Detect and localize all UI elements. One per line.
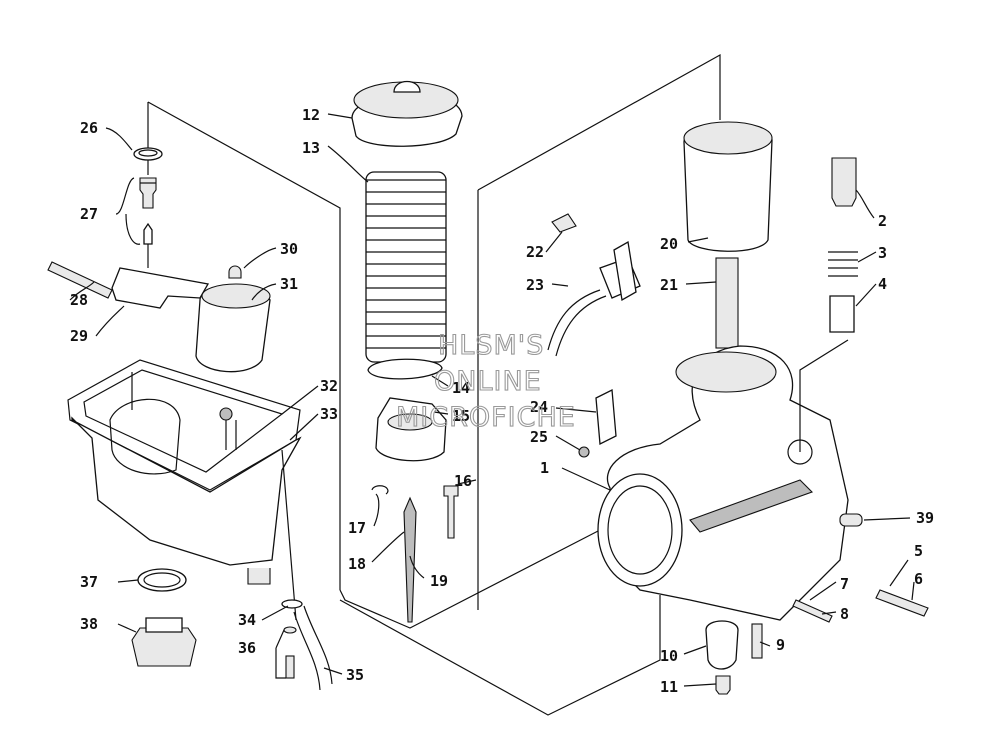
callout-33: 33 bbox=[320, 405, 338, 423]
callout-23: 23 bbox=[526, 276, 544, 294]
callout-34: 34 bbox=[238, 611, 256, 629]
bowl-plug bbox=[751, 623, 763, 659]
callout-20: 20 bbox=[660, 235, 678, 253]
callout-30: 30 bbox=[280, 240, 298, 258]
needle-valve bbox=[139, 177, 157, 209]
callout-15: 15 bbox=[452, 407, 470, 425]
callout-35: 35 bbox=[346, 666, 364, 684]
main-jet-holder bbox=[705, 620, 739, 670]
callout-38: 38 bbox=[80, 615, 98, 633]
callout-6: 6 bbox=[914, 570, 923, 588]
callout-3: 3 bbox=[878, 244, 887, 262]
callout-36: 36 bbox=[238, 639, 256, 657]
callout-4: 4 bbox=[878, 275, 887, 293]
callout-26: 26 bbox=[80, 119, 98, 137]
callout-28: 28 bbox=[70, 291, 88, 309]
retainer-plate bbox=[367, 358, 443, 380]
idle-screw-cap bbox=[839, 513, 863, 527]
leader-lines bbox=[69, 113, 915, 687]
callout-8: 8 bbox=[840, 605, 849, 623]
drain-plug bbox=[131, 627, 197, 667]
slide-shaft bbox=[715, 257, 739, 349]
callout-24: 24 bbox=[530, 398, 548, 416]
callout-31: 31 bbox=[280, 275, 298, 293]
spring bbox=[365, 171, 447, 363]
callout-9: 9 bbox=[776, 636, 785, 654]
small-bracket bbox=[595, 388, 617, 446]
choke-plunger bbox=[829, 295, 855, 333]
watermark-line-3: MICROFICHE bbox=[396, 402, 576, 433]
callout-21: 21 bbox=[660, 276, 678, 294]
callout-16: 16 bbox=[454, 472, 472, 490]
jet-needle bbox=[403, 496, 417, 623]
throttle-cap-group bbox=[351, 80, 463, 623]
frame-lines bbox=[147, 53, 721, 716]
callout-13: 13 bbox=[302, 139, 320, 157]
o-ring bbox=[137, 568, 187, 592]
callout-37: 37 bbox=[80, 573, 98, 591]
callout-labels: 1 2 3 4 5 6 7 8 9 10 11 12 13 14 15 16 1… bbox=[70, 106, 934, 696]
callout-32: 32 bbox=[320, 377, 338, 395]
small-plug bbox=[228, 265, 242, 279]
callout-29: 29 bbox=[70, 327, 88, 345]
e-clip bbox=[371, 485, 389, 495]
callout-39: 39 bbox=[916, 509, 934, 527]
retainer-screw bbox=[443, 485, 459, 539]
watermark-line-2: ONLINE bbox=[434, 366, 542, 397]
callout-27: 27 bbox=[80, 205, 98, 223]
choke-spring bbox=[828, 251, 858, 277]
callout-1: 1 bbox=[540, 459, 549, 477]
drain-screw bbox=[792, 599, 833, 623]
float-pin bbox=[47, 261, 113, 299]
callout-2: 2 bbox=[878, 212, 887, 230]
bracket-screw bbox=[551, 213, 577, 233]
watermark-line-1: HLSM'S bbox=[438, 330, 544, 361]
callout-5: 5 bbox=[914, 542, 923, 560]
callout-25: 25 bbox=[530, 428, 548, 446]
callout-11: 11 bbox=[660, 678, 678, 696]
hose bbox=[293, 611, 321, 691]
callout-14: 14 bbox=[452, 379, 470, 397]
float-arm bbox=[111, 267, 210, 309]
main-jet bbox=[715, 675, 731, 695]
callout-22: 22 bbox=[526, 243, 544, 261]
pilot-screw bbox=[875, 589, 929, 617]
choke-fitting bbox=[831, 157, 857, 207]
callout-12: 12 bbox=[302, 106, 320, 124]
callout-17: 17 bbox=[348, 519, 366, 537]
callout-10: 10 bbox=[660, 647, 678, 665]
watermark: HLSM'S ONLINE MICROFICHE bbox=[395, 329, 576, 433]
callout-19: 19 bbox=[430, 572, 448, 590]
carb-body-group bbox=[547, 121, 929, 695]
float-bowl-group bbox=[47, 147, 333, 691]
float-bowl bbox=[71, 416, 302, 566]
callout-18: 18 bbox=[348, 555, 366, 573]
callout-7: 7 bbox=[840, 575, 849, 593]
